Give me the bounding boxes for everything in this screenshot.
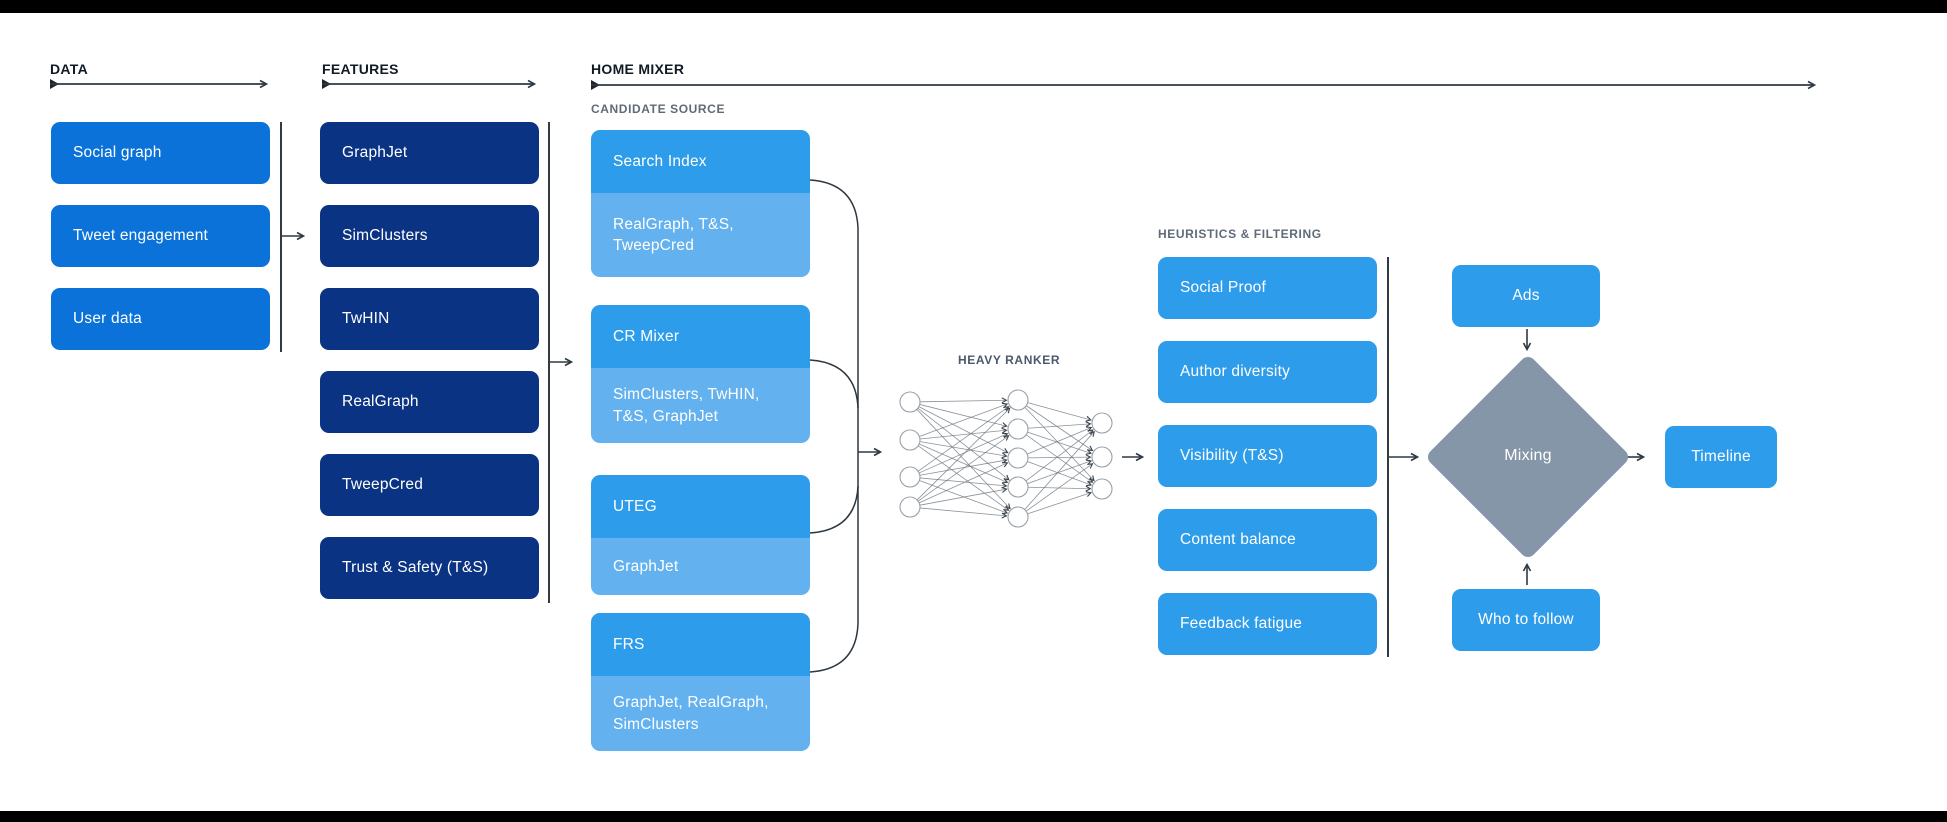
heuristic-author-diversity: Author diversity <box>1158 341 1377 403</box>
top-letterbox-bar <box>0 0 1947 13</box>
candidate-source-label: CANDIDATE SOURCE <box>591 102 726 116</box>
candidate-frs: FRS <box>591 613 810 676</box>
data-item-tweet-engagement: Tweet engagement <box>51 205 270 267</box>
candidate-frs-features: GraphJet, RealGraph, SimClusters <box>591 676 810 751</box>
candidate-uteg-features: GraphJet <box>591 538 810 595</box>
heavy-ranker-label: HEAVY RANKER <box>958 353 1061 367</box>
mixing-diamond <box>1428 357 1628 557</box>
heuristic-feedback-fatigue: Feedback fatigue <box>1158 593 1377 655</box>
bottom-letterbox-bar <box>0 811 1947 822</box>
home-mixer-section-arrow <box>591 80 1817 90</box>
ads-box: Ads <box>1452 265 1600 327</box>
data-header: DATA <box>50 61 89 77</box>
heuristic-content-balance: Content balance <box>1158 509 1377 571</box>
candidate-cr-mixer-features: SimClusters, TwHIN, T&S, GraphJet <box>591 368 810 443</box>
feature-item-trust-safety: Trust & Safety (T&S) <box>320 537 539 599</box>
who-to-follow-box: Who to follow <box>1452 589 1600 651</box>
candidate-merge-bracket <box>809 179 859 673</box>
candidate-search-index-features: RealGraph, T&S, TweepCred <box>591 193 810 277</box>
features-header: FEATURES <box>322 61 399 77</box>
data-item-social-graph: Social graph <box>51 122 270 184</box>
heuristic-visibility: Visibility (T&S) <box>1158 425 1377 487</box>
feature-item-twhin: TwHIN <box>320 288 539 350</box>
feature-item-realgraph: RealGraph <box>320 371 539 433</box>
heuristics-filtering-label: HEURISTICS & FILTERING <box>1158 227 1322 241</box>
feature-item-tweepcred: TweepCred <box>320 454 539 516</box>
features-section-arrow <box>322 79 537 89</box>
feature-item-graphjet: GraphJet <box>320 122 539 184</box>
timeline-box: Timeline <box>1665 426 1777 488</box>
heuristic-social-proof: Social Proof <box>1158 257 1377 319</box>
feature-item-simclusters: SimClusters <box>320 205 539 267</box>
candidate-search-index: Search Index <box>591 130 810 193</box>
candidate-cr-mixer: CR Mixer <box>591 305 810 368</box>
mixing-diamond-label: Mixing <box>1504 447 1552 464</box>
data-section-arrow <box>50 79 269 89</box>
data-item-user-data: User data <box>51 288 270 350</box>
candidate-uteg: UTEG <box>591 475 810 538</box>
home-mixer-header: HOME MIXER <box>591 61 685 77</box>
heavy-ranker-network <box>899 389 1113 528</box>
